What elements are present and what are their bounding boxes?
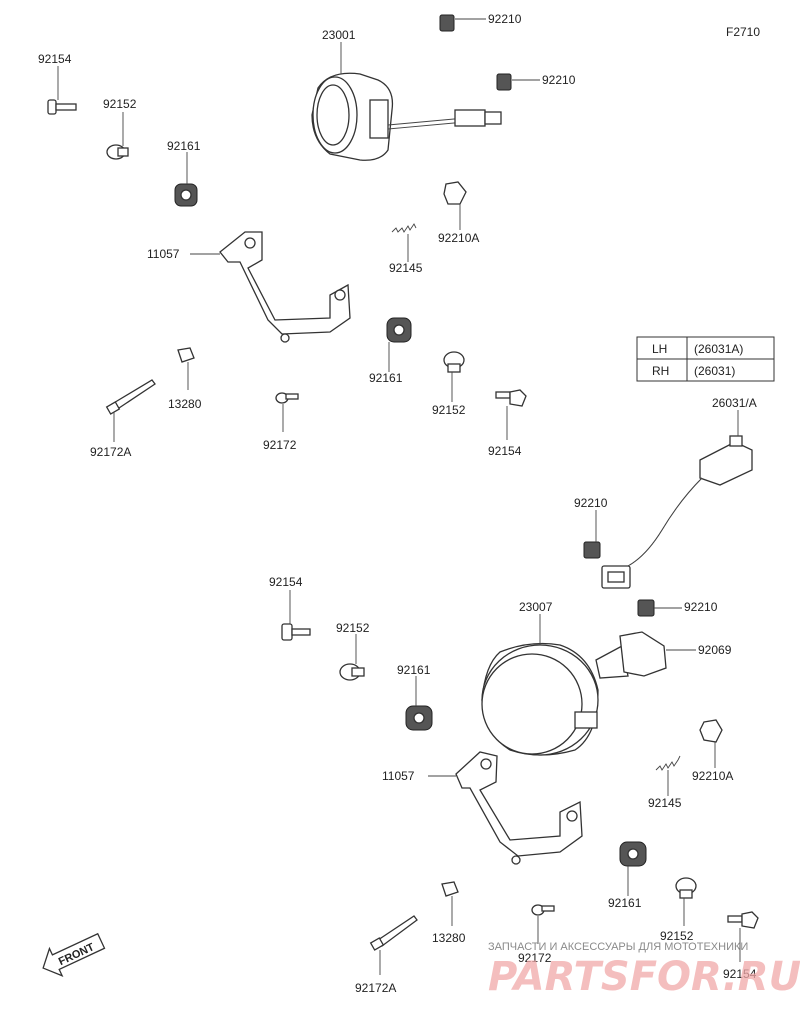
lower-bolt-left[interactable] bbox=[281, 623, 311, 641]
label-upper-clip-right: 92210 bbox=[542, 73, 576, 87]
label-upper-collar-right: 92152 bbox=[432, 403, 466, 417]
upper-grommet-right[interactable] bbox=[386, 317, 412, 343]
side-table: LH (26031A) RH (26031) bbox=[636, 336, 775, 382]
label-lower-nut-small: 13280 bbox=[432, 931, 466, 945]
lower-collar-left[interactable] bbox=[339, 663, 365, 681]
label-upper-collar-left: 92152 bbox=[103, 97, 137, 111]
table-part-lh: (26031A) bbox=[694, 342, 743, 356]
label-lower-grommet-right: 92161 bbox=[608, 896, 642, 910]
upper-collar-right[interactable] bbox=[443, 351, 465, 373]
label-upper-long-bolt: 92172A bbox=[90, 445, 131, 459]
table-part-rh: (26031) bbox=[694, 364, 735, 378]
label-lower-clip: 92210 bbox=[684, 600, 718, 614]
label-upper-nut-small: 13280 bbox=[168, 397, 202, 411]
lower-bulb[interactable] bbox=[595, 631, 667, 679]
label-upper-lamp: 23001 bbox=[322, 28, 356, 42]
label-lower-collar-left: 92152 bbox=[336, 621, 370, 635]
label-harness: 26031/A bbox=[712, 396, 757, 410]
label-lower-grommet-left: 92161 bbox=[397, 663, 431, 677]
label-lower-bracket: 11057 bbox=[382, 769, 415, 783]
lower-spring[interactable] bbox=[655, 755, 681, 771]
upper-long-bolt[interactable] bbox=[105, 379, 156, 415]
label-upper-bracket: 11057 bbox=[147, 247, 180, 261]
label-harness-clip: 92210 bbox=[574, 496, 608, 510]
label-lower-collar-right: 92152 bbox=[660, 929, 694, 943]
lower-grommet-right[interactable] bbox=[619, 841, 647, 867]
lower-nut[interactable] bbox=[699, 719, 723, 743]
lower-bracket[interactable] bbox=[455, 751, 583, 865]
label-lower-long-bolt: 92172A bbox=[355, 981, 396, 995]
wiring-harness[interactable] bbox=[601, 435, 753, 589]
figure-code: F2710 bbox=[726, 25, 760, 39]
lower-collar-right[interactable] bbox=[675, 877, 697, 899]
label-upper-grommet-right: 92161 bbox=[369, 371, 403, 385]
lower-screw[interactable] bbox=[531, 904, 555, 916]
label-upper-spring: 92145 bbox=[389, 261, 423, 275]
watermark-brand: PARTSFOR.RU bbox=[488, 954, 800, 1000]
label-lower-bulb: 92069 bbox=[698, 643, 732, 657]
upper-bolt-left[interactable] bbox=[47, 99, 77, 115]
lower-long-bolt[interactable] bbox=[369, 915, 418, 951]
label-upper-grommet-left: 92161 bbox=[167, 139, 201, 153]
harness-clip[interactable] bbox=[583, 541, 601, 559]
table-side-rh: RH bbox=[652, 364, 669, 378]
upper-nut-small[interactable] bbox=[177, 347, 195, 363]
label-lower-nut: 92210A bbox=[692, 769, 733, 783]
upper-bracket[interactable] bbox=[219, 231, 351, 343]
watermark-tagline: ЗАПЧАСТИ И АКСЕССУАРЫ ДЛЯ МОТОТЕХНИКИ bbox=[488, 941, 748, 953]
table-side-lh: LH bbox=[652, 342, 667, 356]
label-lower-spring: 92145 bbox=[648, 796, 682, 810]
lower-nut-small[interactable] bbox=[441, 881, 459, 897]
upper-spring[interactable] bbox=[391, 223, 417, 233]
lower-grommet-left[interactable] bbox=[405, 705, 433, 731]
label-upper-bolt-left: 92154 bbox=[38, 52, 72, 66]
upper-nut[interactable] bbox=[443, 181, 467, 205]
lower-bolt-right[interactable] bbox=[727, 911, 759, 929]
upper-collar-left[interactable] bbox=[106, 144, 129, 160]
upper-clip-top[interactable] bbox=[439, 14, 455, 32]
upper-grommet-left[interactable] bbox=[174, 183, 198, 207]
label-upper-nut: 92210A bbox=[438, 231, 479, 245]
label-upper-clip-top: 92210 bbox=[488, 12, 522, 26]
upper-clip-right[interactable] bbox=[496, 73, 512, 91]
label-lower-bolt-left: 92154 bbox=[269, 575, 303, 589]
upper-bolt-right[interactable] bbox=[495, 389, 527, 407]
label-upper-screw: 92172 bbox=[263, 438, 297, 452]
front-arrow-icon: FRONT bbox=[42, 932, 106, 977]
lower-fog-lamp[interactable] bbox=[481, 642, 599, 756]
label-lower-bolt-right: 92154 bbox=[723, 967, 757, 981]
upper-fog-lamp[interactable] bbox=[311, 72, 502, 161]
label-upper-bolt-right: 92154 bbox=[488, 444, 522, 458]
upper-screw[interactable] bbox=[275, 392, 299, 404]
label-lower-lamp: 23007 bbox=[519, 600, 553, 614]
label-lower-screw: 92172 bbox=[518, 951, 552, 965]
lower-clip[interactable] bbox=[637, 599, 655, 617]
